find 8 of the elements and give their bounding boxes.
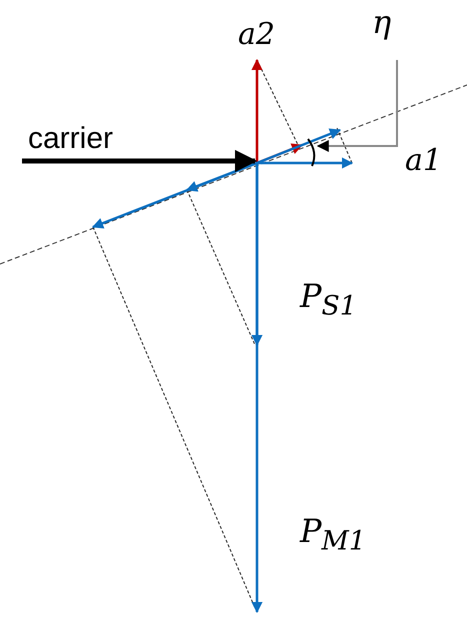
vector-label: P$_{S1}$: [300, 280, 357, 320]
angle-arc: [307, 138, 316, 166]
angle-label: η: [372, 6, 392, 38]
leader-line: [316, 60, 398, 152]
vector-label: a2: [238, 20, 275, 50]
vector-label: P$_{M1}$: [300, 515, 366, 556]
vector-label: a1: [405, 146, 442, 176]
carrier-label: carrier: [28, 124, 114, 154]
